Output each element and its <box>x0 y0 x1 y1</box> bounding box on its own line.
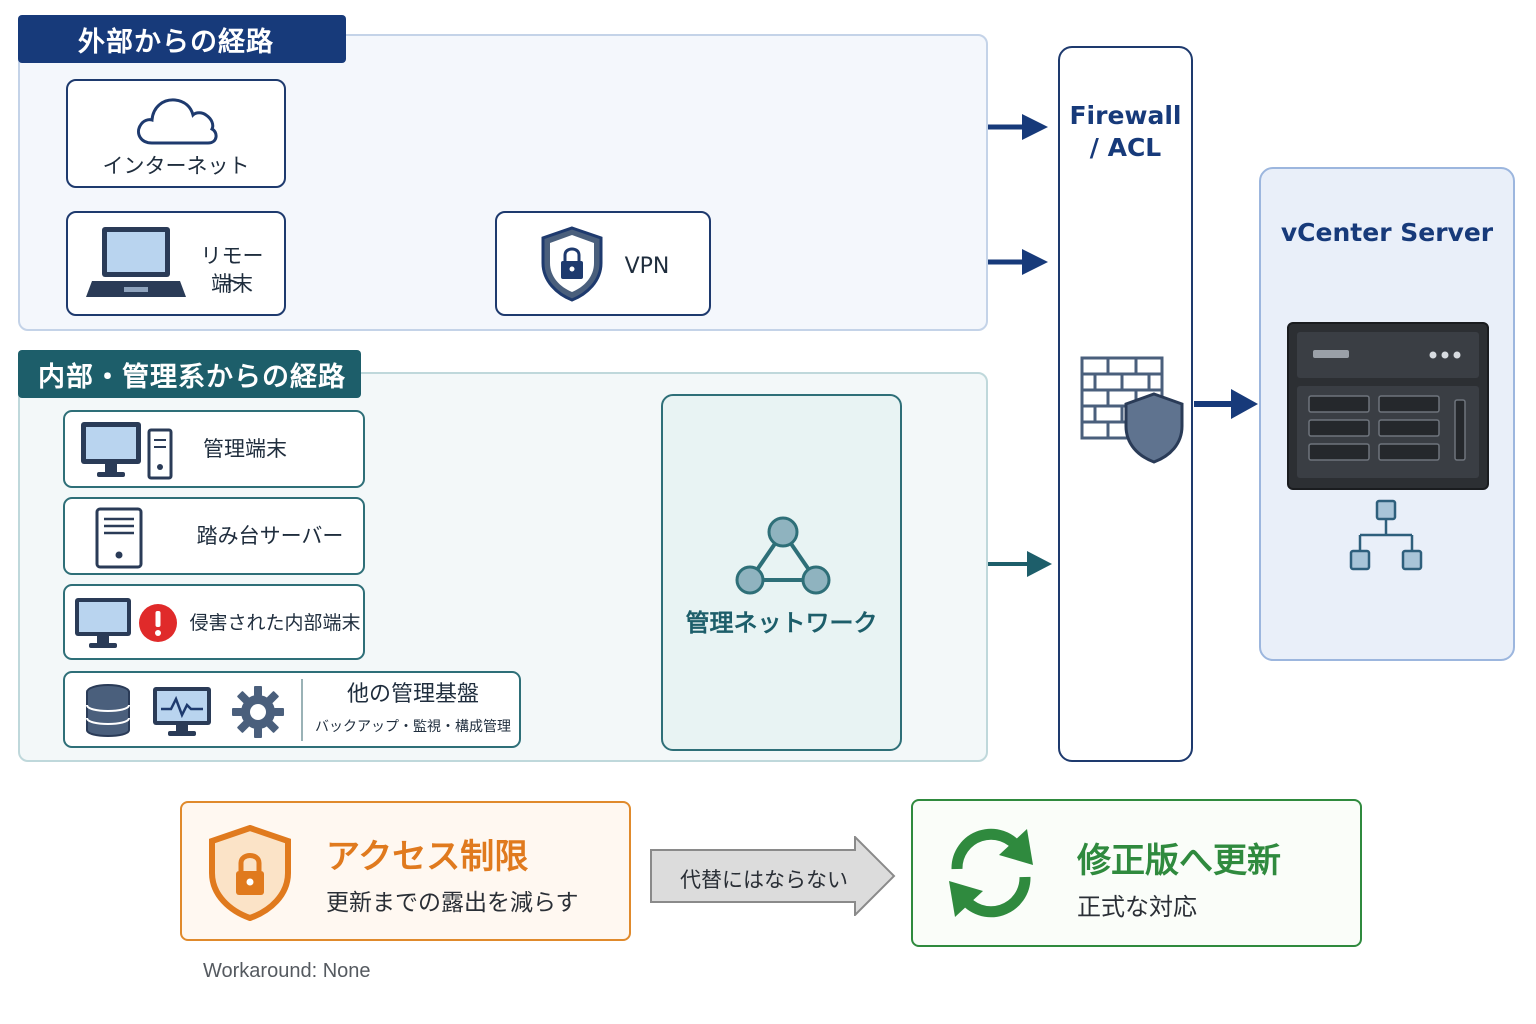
laptop-icon <box>86 227 186 297</box>
internet-node: インターネット <box>66 79 286 188</box>
refresh-icon <box>949 828 1033 918</box>
jump-server-node: 踏み台サーバー <box>63 497 365 575</box>
server-rack-icon <box>1287 322 1489 490</box>
update-fix-title: 修正版へ更新 <box>1077 841 1281 881</box>
monitoring-icon <box>153 687 211 736</box>
jump-server-label: 踏み台サーバー <box>196 524 344 548</box>
server-tower-icon <box>95 507 143 569</box>
access-restriction-subtitle: 更新までの露出を減らす <box>326 890 579 916</box>
cloud-icon <box>137 98 218 145</box>
alert-icon <box>139 604 177 642</box>
desktop-pc-icon <box>81 422 173 480</box>
compromised-label: 侵害された内部端末 <box>189 612 361 634</box>
other-infra-title: 他の管理基盤 <box>346 682 479 707</box>
not-alternative-label: 代替にはならない <box>680 868 848 892</box>
not-alternative-arrow <box>650 836 896 916</box>
access-restriction-title: アクセス制限 <box>326 837 529 877</box>
other-infra-sub: バックアップ・監視・構成管理 <box>315 719 511 735</box>
network-triangle-icon <box>735 516 831 595</box>
update-fix-subtitle: 正式な対応 <box>1077 893 1197 921</box>
remote-label-line2: 端末 <box>211 272 253 296</box>
mgmt-network-label: 管理ネットワーク <box>685 609 878 637</box>
shield-lock-icon <box>541 226 603 302</box>
remote-label-line1: リモート <box>200 244 264 296</box>
gear-icon <box>232 686 284 738</box>
vcenter-title: vCenter Server <box>1280 218 1494 247</box>
access-restriction-box: アクセス制限 更新までの露出を減らす <box>180 801 631 941</box>
other-infra-node: 他の管理基盤 バックアップ・監視・構成管理 <box>63 671 521 748</box>
mgmt-terminal-node: 管理端末 <box>63 410 365 488</box>
mgmt-terminal-label: 管理端末 <box>203 437 287 461</box>
firewall-acl-node: Firewall / ACL <box>1058 46 1193 762</box>
vpn-label: VPN <box>624 254 670 279</box>
shield-lock-icon-orange <box>209 825 291 921</box>
network-topology-icon <box>1349 499 1423 571</box>
mgmt-network-node: 管理ネットワーク <box>661 394 902 751</box>
update-fix-box: 修正版へ更新 正式な対応 <box>911 799 1362 947</box>
firewall-shield-icon <box>1080 356 1184 464</box>
compromised-terminal-node: 侵害された内部端末 <box>63 584 365 660</box>
firewall-label-line2: / ACL <box>1089 133 1162 162</box>
internal-route-title: 内部・管理系からの経路 <box>18 350 361 398</box>
remote-terminal-node: リモート 端末 <box>66 211 286 316</box>
internet-label: インターネット <box>102 154 250 178</box>
desktop-monitor-icon <box>75 598 131 648</box>
vpn-node: VPN <box>495 211 711 316</box>
external-route-title: 外部からの経路 <box>18 15 346 63</box>
workaround-note: Workaround: None <box>203 960 371 982</box>
arrow-firewall-to-vcenter <box>1194 389 1258 419</box>
database-icon <box>86 684 130 737</box>
firewall-label-line1: Firewall <box>1069 101 1182 130</box>
other-infra-divider <box>301 679 303 741</box>
vcenter-server-node: vCenter Server <box>1259 167 1515 661</box>
